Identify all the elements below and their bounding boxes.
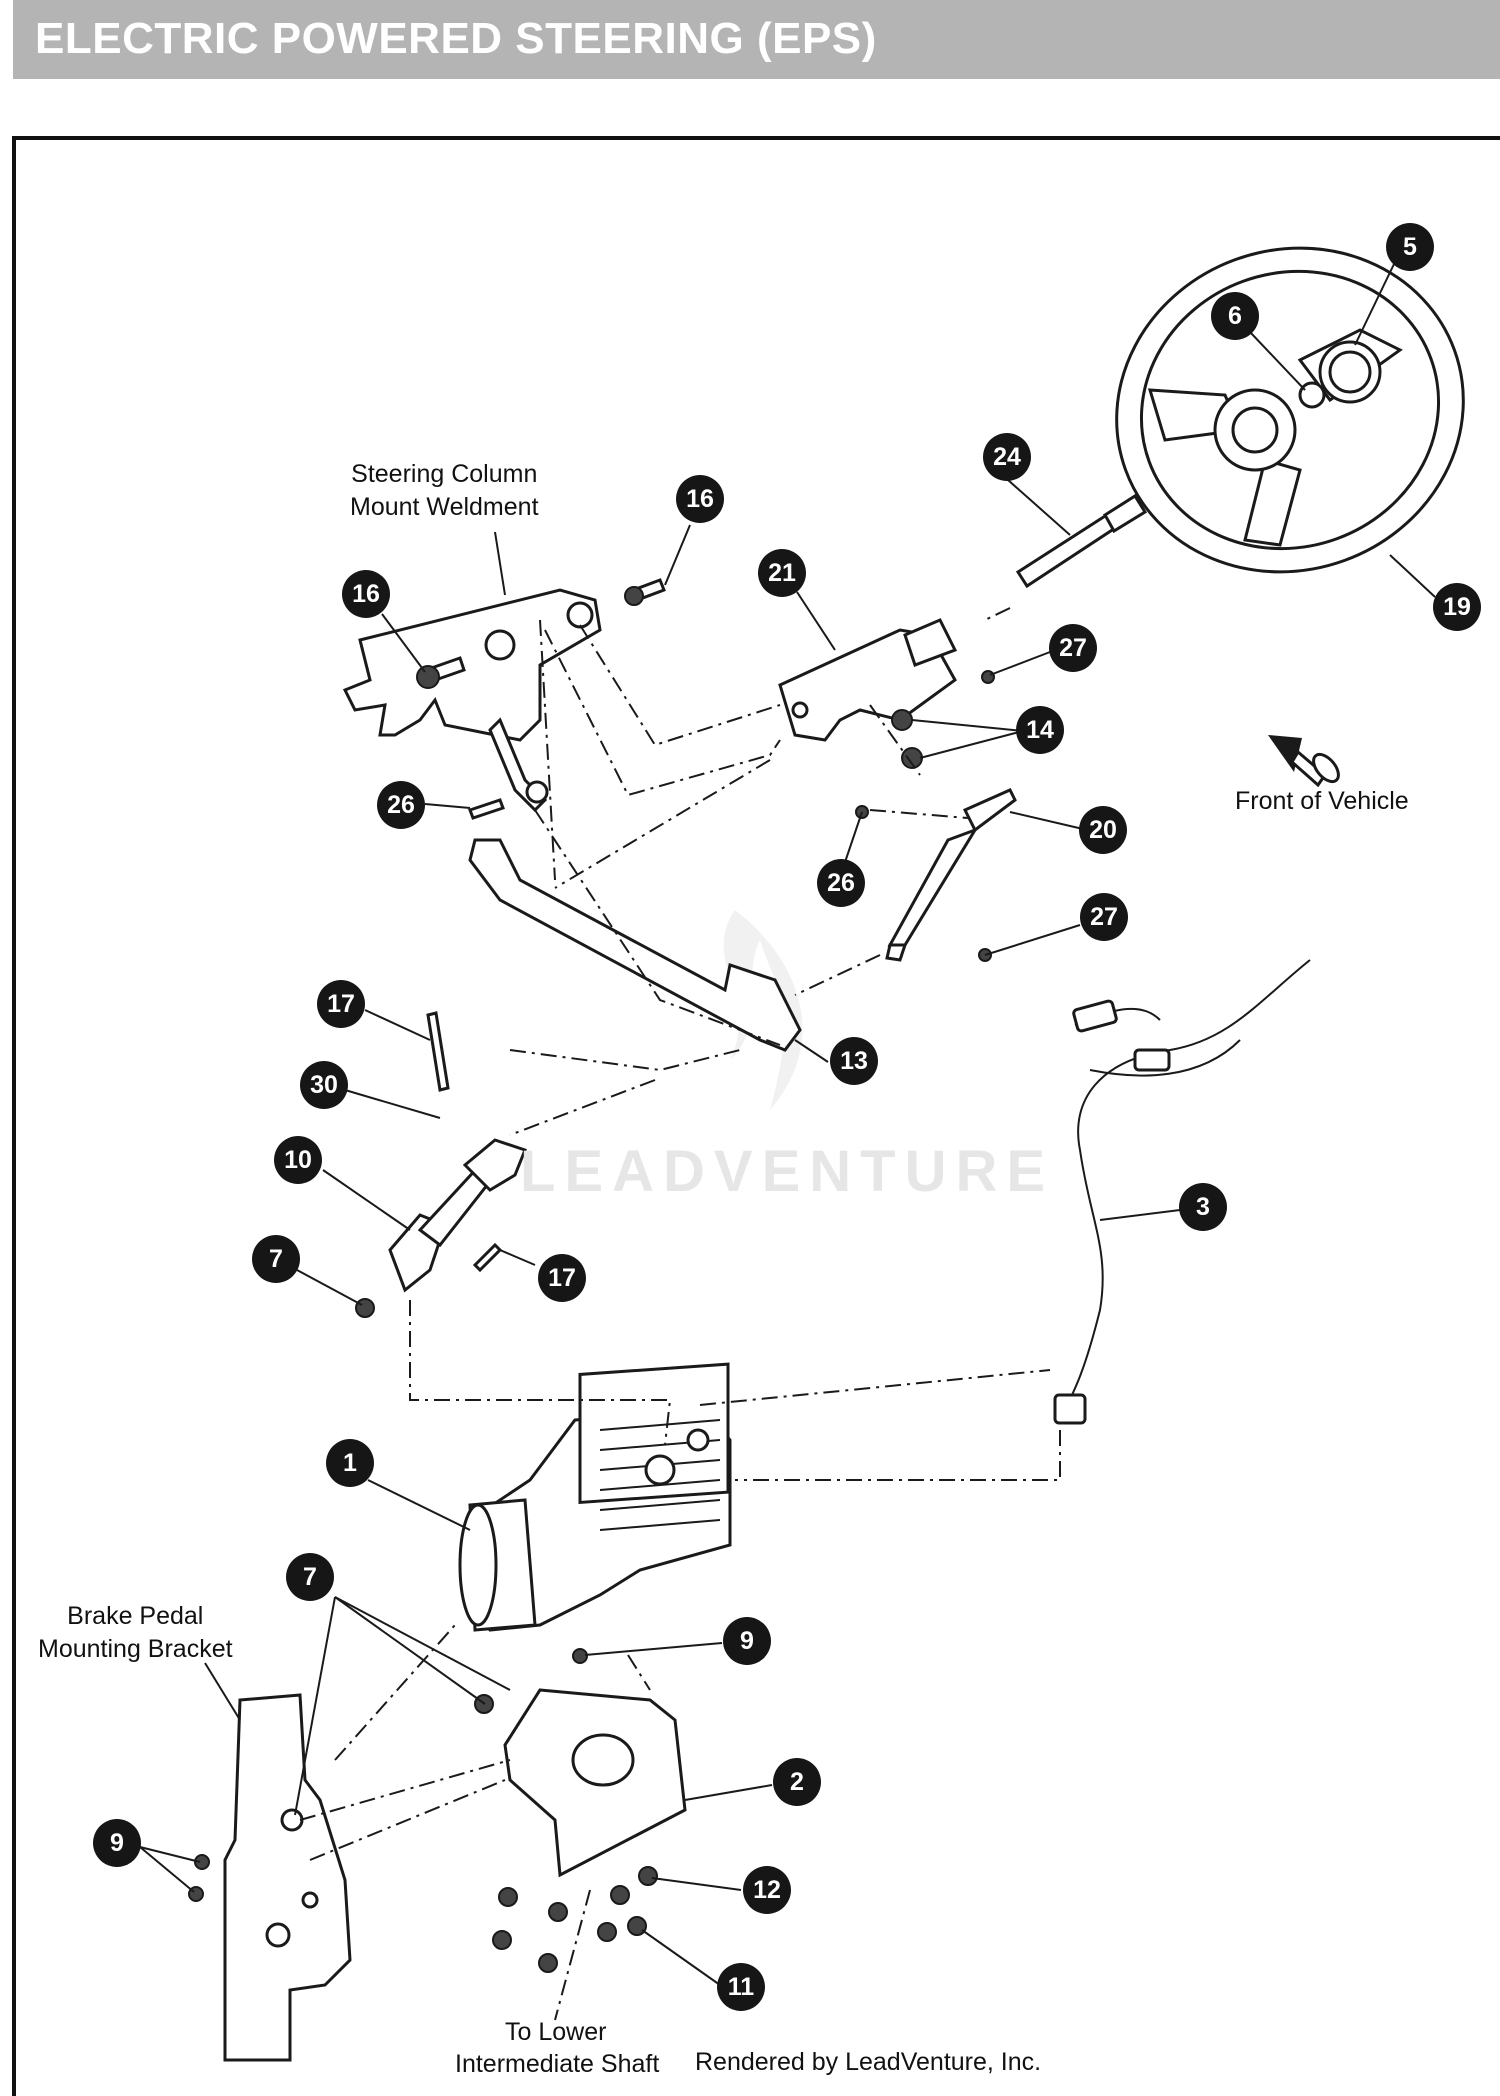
gas-strut [885, 788, 1017, 962]
front-of-vehicle-arrow [1268, 735, 1340, 788]
callout-10-number: 10 [284, 1146, 312, 1174]
callout-7-upper-number: 7 [269, 1245, 283, 1273]
watermark-text: LEADVENTURE [520, 1139, 1055, 1204]
callout-16-upper: 16 [676, 475, 724, 523]
callout-17-upper-number: 17 [327, 990, 355, 1018]
callout-1-number: 1 [343, 1449, 357, 1477]
brake-pedal-label-line2: Mounting Bracket [38, 1635, 233, 1663]
wire-harness [1053, 959, 1311, 1425]
callout-20: 20 [1079, 806, 1127, 854]
callout-26-left-number: 26 [387, 791, 415, 819]
callout-13: 13 [830, 1037, 878, 1085]
callout-21: 21 [758, 549, 806, 597]
callout-21-number: 21 [768, 559, 796, 587]
callout-5-number: 5 [1403, 233, 1417, 261]
upper-steering-shaft [1015, 493, 1148, 589]
callout-24: 24 [983, 433, 1031, 481]
mounting-hardware [188, 1648, 658, 1973]
callout-9-left: 9 [93, 1819, 141, 1867]
credit-text: Rendered by LeadVenture, Inc. [695, 2048, 1042, 2076]
title-bar: ELECTRIC POWERED STEERING (EPS) [13, 0, 1500, 79]
watermark-emblem [723, 910, 803, 1110]
callout-16-left: 16 [342, 570, 390, 618]
diagram-frame [12, 136, 1500, 2096]
intermediate-shaft [355, 1011, 527, 1318]
support-bar [468, 838, 802, 1052]
leader-lines [139, 261, 1436, 1986]
callout-7-lower-number: 7 [303, 1563, 317, 1591]
callout-2: 2 [773, 1758, 821, 1806]
callout-11-number: 11 [728, 1973, 755, 2001]
eps-motor-assembly [458, 1362, 732, 1632]
bolts-16 [416, 578, 666, 689]
callout-17-lower: 17 [538, 1254, 586, 1302]
callout-9-right-number: 9 [740, 1627, 754, 1655]
callout-13-number: 13 [840, 1047, 868, 1075]
callout-17-lower-number: 17 [548, 1264, 576, 1292]
callout-11: 11 [717, 1963, 765, 2011]
to-lower-shaft-label-line1: To Lower [505, 2018, 607, 2046]
callout-30-number: 30 [310, 1071, 338, 1099]
page-title: ELECTRIC POWERED STEERING (EPS) [35, 14, 877, 63]
callout-27-upper: 27 [1049, 624, 1097, 672]
assembly-lines [299, 607, 1061, 2021]
callout-16-upper-number: 16 [686, 485, 714, 513]
callout-20-number: 20 [1089, 816, 1117, 844]
callout-9-right: 9 [723, 1617, 771, 1665]
callout-1: 1 [326, 1439, 374, 1487]
callout-7-lower: 7 [286, 1553, 334, 1601]
small-hardware [468, 670, 995, 962]
callout-30: 30 [300, 1061, 348, 1109]
callout-27-lower-number: 27 [1090, 903, 1118, 931]
column-bracket [778, 618, 958, 742]
steering-column-mount-weldment [342, 588, 602, 813]
callout-16-left-number: 16 [352, 580, 380, 608]
callout-9-left-number: 9 [110, 1829, 124, 1857]
callout-19-number: 19 [1443, 593, 1471, 621]
callout-14-number: 14 [1026, 716, 1054, 744]
callout-19: 19 [1433, 583, 1481, 631]
front-of-vehicle-label: Front of Vehicle [1235, 787, 1409, 815]
brake-pedal-bracket-label: Brake Pedal Mounting Bracket [38, 1600, 233, 1666]
callout-27-upper-number: 27 [1059, 634, 1087, 662]
brake-pedal-label-line1: Brake Pedal [67, 1602, 204, 1630]
steering-column-mount-label-line2: Mount Weldment [350, 493, 539, 521]
callout-14: 14 [1016, 706, 1064, 754]
callout-7-upper: 7 [252, 1235, 300, 1283]
callout-26-right-number: 26 [827, 869, 855, 897]
steering-column-mount-label: Steering Column Mount Weldment [350, 458, 539, 524]
callout-12: 12 [743, 1866, 791, 1914]
callout-5: 5 [1386, 223, 1434, 271]
callout-3: 3 [1179, 1183, 1227, 1231]
callout-2-number: 2 [790, 1768, 804, 1796]
callout-24-number: 24 [993, 443, 1021, 471]
steering-column-mount-label-line1: Steering Column [351, 460, 538, 488]
callout-6-number: 6 [1228, 302, 1242, 330]
brake-pedal-bracket [223, 1693, 352, 2062]
callout-10: 10 [274, 1136, 322, 1184]
callout-12-number: 12 [753, 1876, 781, 1904]
steering-wheel [1115, 246, 1465, 574]
callout-26-right: 26 [817, 859, 865, 907]
mounting-plate [503, 1688, 687, 1878]
callout-26-left: 26 [377, 781, 425, 829]
to-lower-shaft-label-line2: Intermediate Shaft [455, 2050, 660, 2078]
callout-6: 6 [1211, 292, 1259, 340]
callout-27-lower: 27 [1080, 893, 1128, 941]
callout-17-upper: 17 [317, 980, 365, 1028]
callout-3-number: 3 [1196, 1193, 1210, 1221]
